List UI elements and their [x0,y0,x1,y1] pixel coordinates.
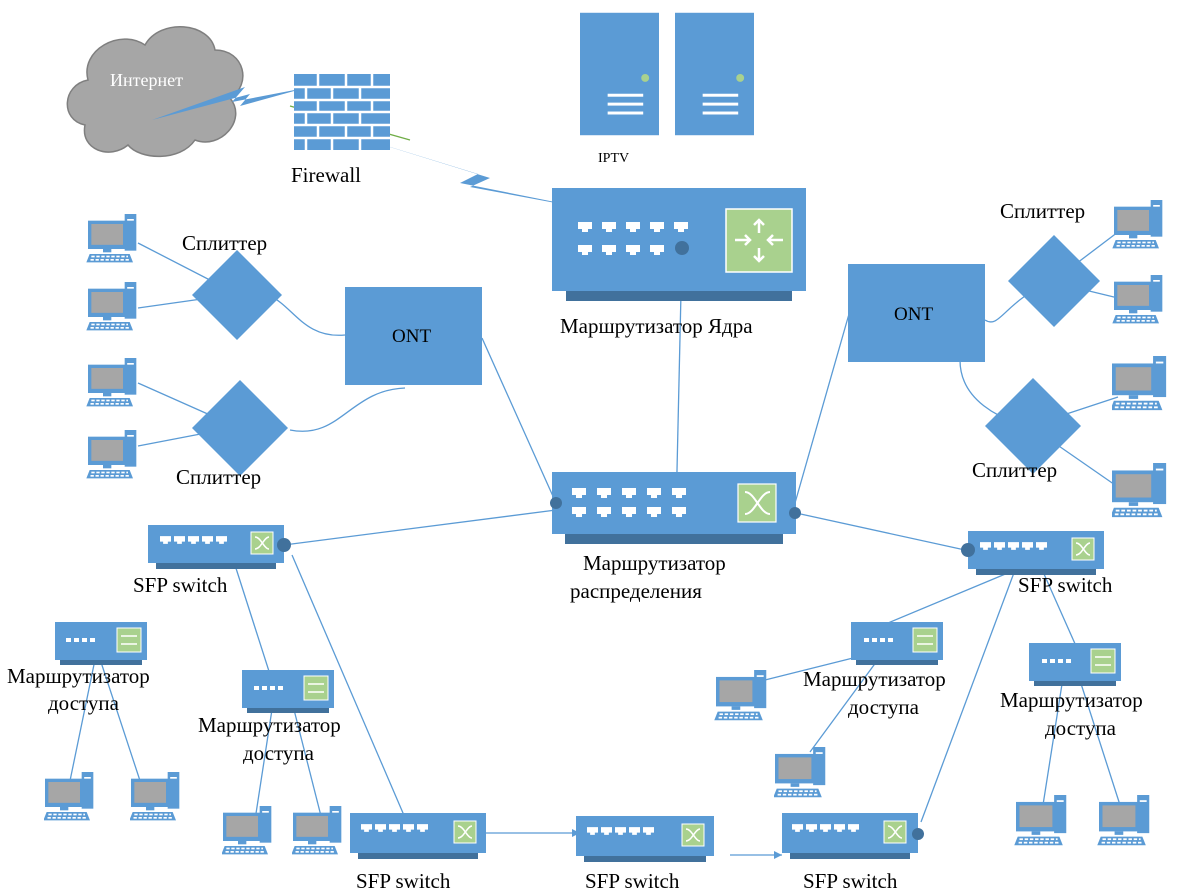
access-router-1 [55,622,147,665]
access-2-label-a: Маршрутизатор [198,713,341,737]
ont-right-label: ONT [894,304,933,325]
sfp-switch-bottom-left [350,813,486,859]
access-router-2 [242,670,334,713]
server-icon [580,12,659,136]
splitter-left-bottom-label: Сплиттер [176,465,261,489]
access-router-3 [851,622,943,665]
distribution-router-label-2: распределения [570,579,702,603]
computer-icon [1112,356,1167,411]
cloud-icon [66,25,244,158]
sfp-switch-bottom-mid [576,816,714,862]
computer-icon [222,806,272,855]
computer-icon [86,358,137,407]
core-router-label: Маршрутизатор Ядра [560,314,753,338]
computer-icon [1112,275,1163,324]
access-1-label-a: Маршрутизатор [7,664,150,688]
distribution-router-label-1: Маршрутизатор [583,551,726,575]
iptv-servers [580,12,754,136]
internet-label: Интернет [110,70,183,90]
access-2-label-b: доступа [243,741,315,765]
computer-icon [44,772,94,821]
sfp-bottom-left-label: SFP switch [356,869,451,893]
computer-icon [86,430,137,479]
computer-icon [774,747,826,798]
sfp-switch-left [148,525,291,569]
computer-icon [1112,200,1163,249]
wan-link [152,87,620,215]
splitter-right-bottom-label: Сплиттер [972,458,1057,482]
core-router [552,188,806,301]
access-3-label-b: доступа [848,695,920,719]
connections [64,100,1121,856]
computer-icon [130,772,180,821]
sfp-bottom-right-label: SFP switch [803,869,898,893]
firewall-label: Firewall [291,163,361,187]
internet-cloud: Интернет [66,25,244,158]
sfp-right-label: SFP switch [1018,573,1113,597]
sfp-bottom-mid-label: SFP switch [585,869,680,893]
chain-arrows [572,829,782,859]
splitter-left-top-label: Сплиттер [182,231,267,255]
access-4-label-a: Маршрутизатор [1000,688,1143,712]
computer-icon [714,670,767,721]
splitter-icon [192,250,282,340]
computer-icon [292,806,342,855]
firewall-icon [294,74,390,150]
computer-icon [86,282,137,331]
computer-icon [1112,463,1167,518]
access-4-label-b: доступа [1045,716,1117,740]
computer-icon [86,214,137,263]
computer-icon [1014,795,1067,846]
server-icon [675,12,754,136]
computer-icon [1097,795,1150,846]
ont-icon [848,264,985,362]
sfp-switch-bottom-right [782,813,924,859]
sfp-switch-right [961,531,1104,575]
splitter-right-top-label: Сплиттер [1000,199,1085,223]
splitter-icon [1008,235,1100,327]
distribution-router [550,472,801,544]
iptv-label: IPTV [598,151,629,166]
splitter-icon [192,380,288,476]
ont-icon [345,287,482,385]
ont-left-label: ONT [392,326,431,347]
access-3-label-a: Маршрутизатор [803,667,946,691]
access-router-4 [1029,643,1121,686]
sfp-left-label: SFP switch [133,573,228,597]
access-1-label-b: доступа [48,691,120,715]
